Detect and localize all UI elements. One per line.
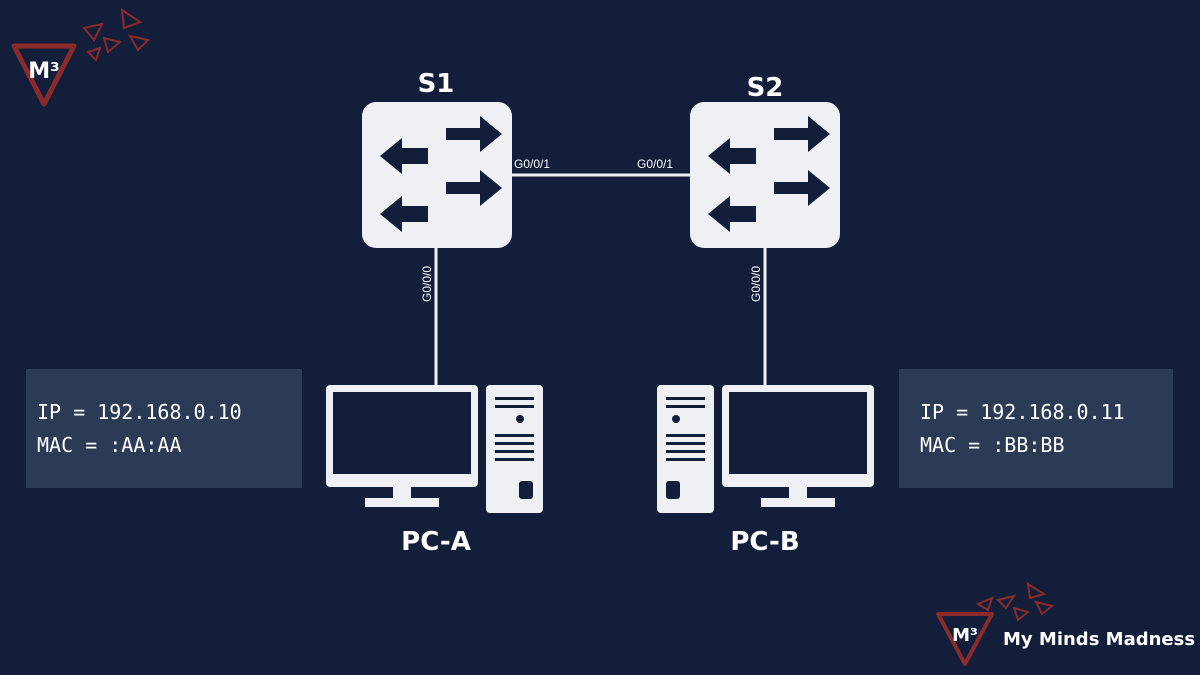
pc-a-tower-icon [486, 385, 543, 513]
pc-b-tower-icon [657, 385, 714, 513]
port-label-s2-g001: G0/0/1 [637, 157, 673, 171]
logo-mark-bottom: M³ [936, 582, 1055, 666]
brand-name: My Minds Madness [1003, 629, 1195, 650]
switch-s1-icon [362, 102, 512, 248]
device-label-pc-a: PC-A [401, 527, 471, 557]
device-label-pc-b: PC-B [730, 527, 799, 557]
pc-a-mac: MAC = :AA:AA [37, 433, 182, 457]
pc-b-monitor-icon [722, 385, 874, 507]
pc-b-ip: IP = 192.168.0.11 [920, 400, 1125, 424]
port-label-s1-g000: G0/0/0 [420, 266, 434, 302]
info-box-pc-a: IP = 192.168.0.10 MAC = :AA:AA [26, 369, 302, 488]
pc-b-mac: MAC = :BB:BB [920, 433, 1065, 457]
pc-a-monitor-icon [326, 385, 478, 507]
device-label-s1: S1 [418, 69, 455, 99]
port-label-s1-g001: G0/0/1 [514, 157, 550, 171]
logo-text-bottom: M³ [952, 625, 978, 646]
info-box-pc-b: IP = 192.168.0.11 MAC = :BB:BB [899, 369, 1173, 488]
logo-text-top: M³ [28, 59, 60, 84]
logo-mark-top: M³ [11, 7, 150, 107]
switch-s2-icon [690, 102, 840, 248]
port-label-s2-g000: G0/0/0 [749, 266, 763, 302]
device-label-s2: S2 [747, 73, 784, 103]
pc-a-ip: IP = 192.168.0.10 [37, 400, 242, 424]
